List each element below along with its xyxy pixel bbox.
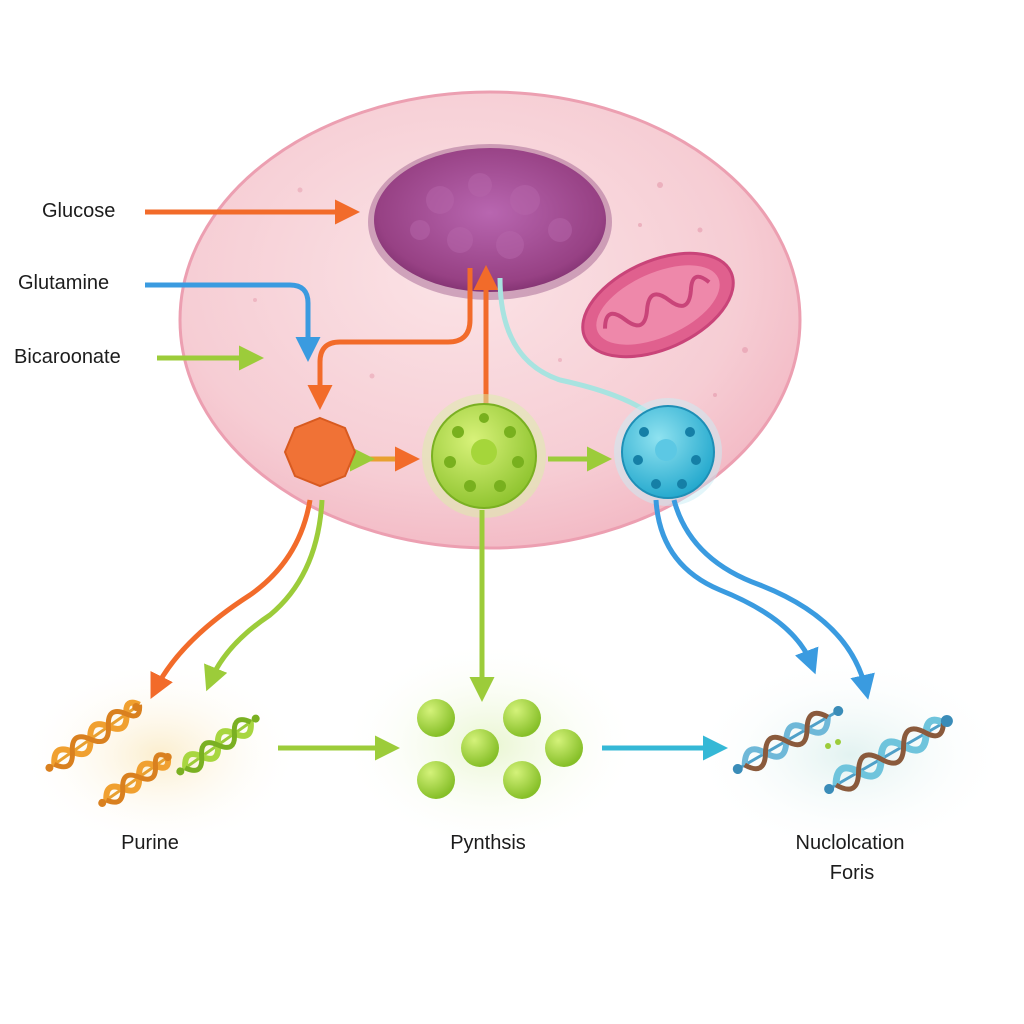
synthesis-sphere xyxy=(503,699,541,737)
purine-helix-orange-1 xyxy=(45,699,143,772)
nucleotide-helix-2 xyxy=(824,715,953,794)
synthesis-sphere xyxy=(545,729,583,767)
synthesis-sphere xyxy=(417,761,455,799)
synthesis-sphere xyxy=(461,729,499,767)
synthesis-spheres xyxy=(417,699,583,799)
nucleus-to-blue-arrow xyxy=(497,277,660,422)
blue-to-nucleotide-arrow-1 xyxy=(653,499,819,675)
nucleotide-label-line1: Nuclolcation xyxy=(795,832,905,854)
glucose-label: Glucose xyxy=(42,200,116,222)
nucleotide-glow xyxy=(690,655,1010,855)
mitochondrion xyxy=(581,251,735,359)
blue-to-nucleotide-arrow-2 xyxy=(671,499,875,700)
nucleotide-label-line2: Foris xyxy=(829,862,875,884)
nucleotide-particle xyxy=(825,743,831,749)
blue-sphere-node xyxy=(614,398,722,506)
glutamine-arrow xyxy=(145,282,321,362)
orange-hexagon-node xyxy=(283,416,357,488)
hexagon-to-purine-orange-arrow xyxy=(150,499,313,699)
synthesis-label: Pynthsis xyxy=(450,832,526,854)
purine-helix-orange-2 xyxy=(98,752,172,807)
synthesis-sphere xyxy=(417,699,455,737)
purine-helix-green xyxy=(176,714,260,776)
hexagon-to-purine-green-arrow xyxy=(204,499,325,692)
nucleus xyxy=(368,144,612,300)
synthesis-sphere xyxy=(503,761,541,799)
green-sphere-node xyxy=(422,394,546,518)
glutamine-label: Glutamine xyxy=(18,272,110,294)
purine-label: Purine xyxy=(121,832,179,854)
bicarbonate-label: Bicaroonate xyxy=(14,346,121,368)
nucleotide-particle xyxy=(835,739,841,745)
nucleus-to-hexagon-arrow xyxy=(307,268,473,410)
nucleotide-helix-1 xyxy=(732,706,844,774)
